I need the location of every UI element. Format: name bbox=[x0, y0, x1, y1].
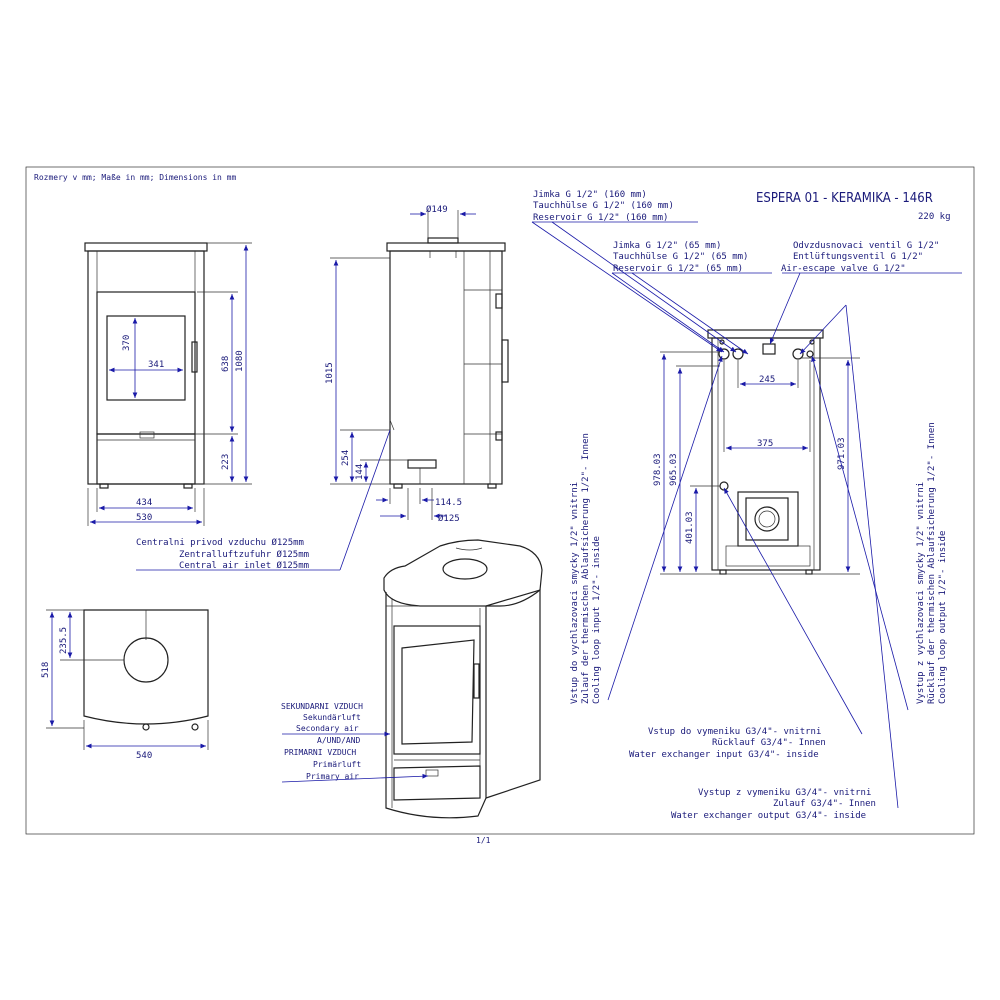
top-view-dimensions: 518 235.5 540 bbox=[41, 609, 209, 761]
exchanger-output-label: Vystup z vymeniku G3/4"- vnitrni Zulauf … bbox=[671, 788, 876, 821]
svg-text:Reservoir G 1/2" (160 mm): Reservoir G 1/2" (160 mm) bbox=[533, 213, 668, 223]
svg-text:434: 434 bbox=[136, 498, 152, 508]
svg-text:Primärluft: Primärluft bbox=[313, 760, 361, 769]
front-view-dimensions: 370 341 638 1080 223 434 530 bbox=[87, 242, 252, 526]
svg-text:254: 254 bbox=[341, 450, 351, 466]
svg-text:PRIMARNI VZDUCH: PRIMARNI VZDUCH bbox=[284, 748, 356, 757]
svg-text:Jimka G 1/2" (65 mm): Jimka G 1/2" (65 mm) bbox=[613, 241, 721, 251]
svg-text:Sekundärluft: Sekundärluft bbox=[303, 713, 361, 722]
reservoir-65-label: Jimka G 1/2" (65 mm) Tauchhülse G 1/2" (… bbox=[613, 241, 748, 274]
svg-text:Air-escape valve G 1/2": Air-escape valve G 1/2" bbox=[781, 264, 906, 274]
svg-text:Vstup do vymeniku G3/4"- vnitr: Vstup do vymeniku G3/4"- vnitrni bbox=[648, 727, 821, 737]
air-labels: SEKUNDARNI VZDUCH Sekundärluft Secondary… bbox=[281, 702, 429, 783]
top-view bbox=[83, 609, 209, 731]
drawing-frame bbox=[25, 166, 975, 835]
svg-text:Water exchanger output G3/4"-: Water exchanger output G3/4"- inside bbox=[671, 811, 866, 821]
svg-text:Secondary air: Secondary air bbox=[296, 724, 359, 733]
weight-label: 220 kg bbox=[918, 212, 951, 222]
svg-text:Cooling loop input 1/2"- insid: Cooling loop input 1/2"- inside bbox=[592, 536, 602, 704]
svg-text:Tauchhülse G 1/2" (160 mm): Tauchhülse G 1/2" (160 mm) bbox=[533, 201, 674, 211]
air-inlet-label: Centralni privod vzduchu Ø125mm Zentrall… bbox=[136, 537, 309, 571]
svg-text:Zulauf G3/4"- Innen: Zulauf G3/4"- Innen bbox=[773, 799, 876, 809]
svg-text:144: 144 bbox=[355, 464, 365, 480]
svg-text:A/UND/AND: A/UND/AND bbox=[317, 736, 361, 745]
svg-text:530: 530 bbox=[136, 513, 152, 523]
svg-text:Rücklauf der thermischen Ablau: Rücklauf der thermischen Ablaufsicherung… bbox=[927, 422, 937, 704]
exchanger-input-label: Vstup do vymeniku G3/4"- vnitrni Rücklau… bbox=[629, 727, 826, 760]
svg-text:223: 223 bbox=[221, 454, 231, 470]
svg-text:235.5: 235.5 bbox=[59, 627, 69, 654]
svg-text:Zulauf der thermischen Ablaufs: Zulauf der thermischen Ablaufsicherung 1… bbox=[581, 433, 591, 704]
page-number: 1/1 bbox=[476, 836, 491, 845]
air-escape-label: Odvzdusnovaci ventil G 1/2" Entlüftungsv… bbox=[781, 241, 939, 274]
isometric-view bbox=[383, 539, 543, 819]
svg-text:1015: 1015 bbox=[325, 362, 335, 384]
svg-text:245: 245 bbox=[759, 375, 775, 385]
svg-text:Rücklauf G3/4"- Innen: Rücklauf G3/4"- Innen bbox=[712, 738, 826, 748]
reservoir-160-label: Jimka G 1/2" (160 mm) Tauchhülse G 1/2" … bbox=[533, 190, 674, 223]
svg-text:Reservoir G 1/2" (65 mm): Reservoir G 1/2" (65 mm) bbox=[613, 264, 743, 274]
svg-text:401.03: 401.03 bbox=[685, 511, 695, 544]
svg-text:Vstup do vychlazovaci smycky 1: Vstup do vychlazovaci smycky 1/2" vnitrn… bbox=[570, 482, 580, 704]
svg-text:Centralni privod vzduchu Ø125m: Centralni privod vzduchu Ø125mm bbox=[136, 537, 304, 548]
svg-text:Jimka G 1/2" (160 mm): Jimka G 1/2" (160 mm) bbox=[533, 190, 647, 200]
svg-text:978.03: 978.03 bbox=[653, 453, 663, 486]
side-view-dimensions: Ø149 1015 254 144 114.5 Ø125 bbox=[136, 204, 476, 571]
svg-text:370: 370 bbox=[122, 335, 132, 351]
svg-text:341: 341 bbox=[148, 360, 164, 370]
svg-text:Cooling loop output 1/2"- insi: Cooling loop output 1/2"- inside bbox=[938, 531, 948, 704]
front-view bbox=[84, 242, 208, 489]
svg-text:Central air inlet Ø125mm: Central air inlet Ø125mm bbox=[179, 560, 309, 571]
svg-text:114.5: 114.5 bbox=[435, 498, 462, 508]
svg-text:SEKUNDARNI VZDUCH: SEKUNDARNI VZDUCH bbox=[281, 702, 363, 711]
svg-text:Vystup z vymeniku G3/4"- vnitr: Vystup z vymeniku G3/4"- vnitrni bbox=[698, 788, 871, 798]
drawing-title: ESPERA 01 - KERAMIKA - 146R bbox=[756, 191, 933, 206]
svg-text:Ø125: Ø125 bbox=[438, 513, 460, 524]
svg-text:518: 518 bbox=[41, 662, 51, 678]
svg-text:Vystup z vychlazovaci smycky 1: Vystup z vychlazovaci smycky 1/2" vnitrn… bbox=[916, 482, 926, 704]
svg-text:375: 375 bbox=[757, 439, 773, 449]
svg-text:965.03: 965.03 bbox=[669, 453, 679, 486]
cooling-output-label: Vystup z vychlazovaci smycky 1/2" vnitrn… bbox=[916, 422, 948, 704]
svg-text:Odvzdusnovaci ventil G 1/2": Odvzdusnovaci ventil G 1/2" bbox=[793, 241, 939, 251]
cooling-input-label: Vstup do vychlazovaci smycky 1/2" vnitrn… bbox=[570, 433, 602, 704]
rear-view-dimensions: 978.03 965.03 401.03 971.03 245 375 bbox=[653, 351, 860, 575]
svg-text:Zentralluftzufuhr Ø125mm: Zentralluftzufuhr Ø125mm bbox=[179, 549, 309, 560]
svg-text:Ø149: Ø149 bbox=[426, 204, 448, 215]
svg-text:Water exchanger input G3/4"- i: Water exchanger input G3/4"- inside bbox=[629, 750, 819, 760]
rear-view bbox=[707, 329, 824, 575]
svg-text:Tauchhülse G 1/2" (65 mm): Tauchhülse G 1/2" (65 mm) bbox=[613, 252, 748, 262]
svg-text:Entlüftungsventil G 1/2": Entlüftungsventil G 1/2" bbox=[793, 252, 923, 262]
svg-text:1080: 1080 bbox=[235, 350, 245, 372]
svg-text:Primary air: Primary air bbox=[306, 772, 359, 781]
svg-text:540: 540 bbox=[136, 751, 152, 761]
rear-view-leaders bbox=[531, 221, 962, 809]
svg-text:638: 638 bbox=[221, 356, 231, 372]
svg-text:971.03: 971.03 bbox=[837, 437, 847, 470]
dimensions-note: Rozmery v mm; Maße in mm; Dimensions in … bbox=[34, 173, 236, 182]
side-view bbox=[386, 237, 509, 489]
